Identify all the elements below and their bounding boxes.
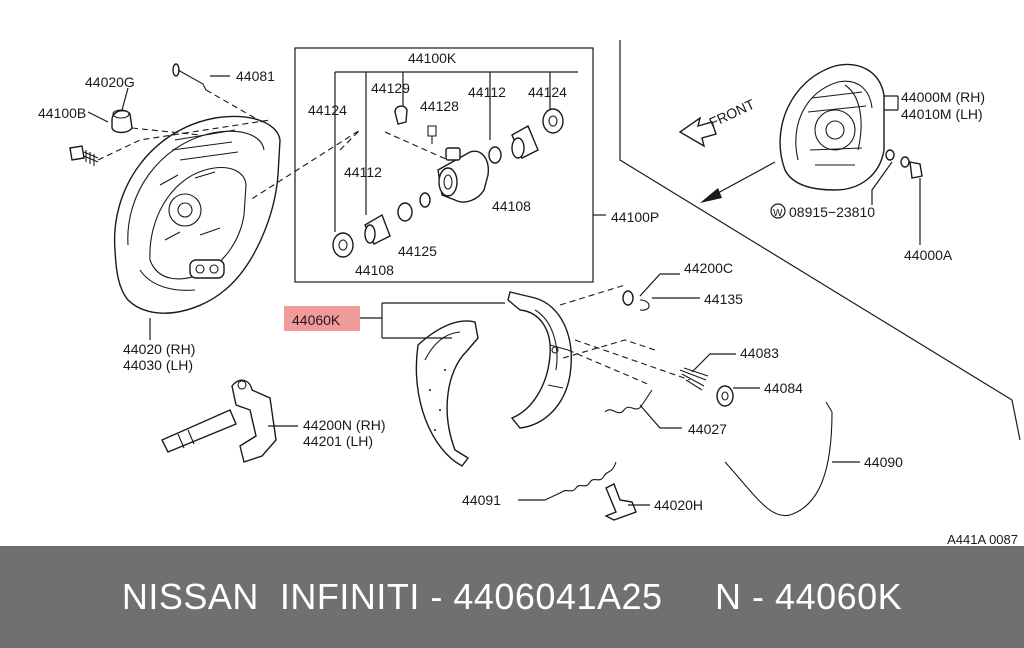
callout-44201[interactable]: 44201 (LH) bbox=[303, 433, 373, 449]
highlight-44060K bbox=[284, 306, 360, 331]
spring-44083-illustration bbox=[679, 367, 709, 391]
pin-44200C-illustration bbox=[622, 290, 650, 311]
callout-44112-left[interactable]: 44112 bbox=[344, 164, 382, 180]
callout-44100P[interactable]: 44100P bbox=[611, 209, 659, 225]
callout-44060K[interactable]: 44060K bbox=[292, 312, 341, 328]
callout-44108-right[interactable]: 44108 bbox=[492, 198, 531, 214]
callout-44020H[interactable]: 44020H bbox=[654, 497, 703, 513]
callout-44129[interactable]: 44129 bbox=[371, 80, 410, 96]
parts-diagram: FRONT bbox=[38, 40, 1021, 546]
part-number-text: NISSAN INFINITI - 4406041A25 N - 44060K bbox=[121, 576, 903, 617]
cable-44090-illustration bbox=[724, 401, 833, 517]
callout-44030[interactable]: 44030 (LH) bbox=[123, 357, 193, 373]
pin-44081-illustration bbox=[172, 63, 207, 91]
front-label: FRONT bbox=[707, 96, 758, 131]
spring-44027-illustration bbox=[604, 389, 653, 414]
brake-shoe-lining-illustration bbox=[415, 320, 479, 467]
brake-assembly-illustration bbox=[779, 63, 885, 191]
callout-44128[interactable]: 44128 bbox=[420, 98, 459, 114]
callout-44000A[interactable]: 44000A bbox=[904, 247, 953, 263]
spring-44091-illustration bbox=[544, 461, 617, 501]
washer-symbol-letter: W bbox=[773, 208, 783, 219]
callout-44010M[interactable]: 44010M (LH) bbox=[901, 106, 983, 122]
callout-44100B[interactable]: 44100B bbox=[38, 105, 86, 121]
callout-44135[interactable]: 44135 bbox=[704, 291, 743, 307]
callout-44200C[interactable]: 44200C bbox=[684, 260, 733, 276]
callout-44020[interactable]: 44020 (RH) bbox=[123, 341, 195, 357]
bolt-44100B-illustration bbox=[69, 145, 99, 166]
callout-44200N[interactable]: 44200N (RH) bbox=[303, 417, 385, 433]
grommet-44020G-illustration bbox=[111, 109, 133, 134]
wheel-cylinder-parts-illustration bbox=[332, 105, 564, 258]
callout-44020G[interactable]: 44020G bbox=[85, 74, 135, 90]
callout-44125[interactable]: 44125 bbox=[398, 243, 437, 259]
callout-44124-left[interactable]: 44124 bbox=[308, 102, 347, 118]
callout-44081[interactable]: 44081 bbox=[236, 68, 275, 84]
front-direction-arrow bbox=[678, 116, 717, 148]
callout-44091[interactable]: 44091 bbox=[462, 492, 501, 508]
backing-plate-illustration bbox=[113, 115, 281, 314]
washer-symbol bbox=[770, 203, 786, 219]
callout-44027[interactable]: 44027 bbox=[688, 421, 727, 437]
callout-44083[interactable]: 44083 bbox=[740, 345, 779, 361]
clip-44020H-illustration bbox=[604, 483, 637, 521]
brake-shoe-web-illustration bbox=[507, 291, 572, 429]
part-number-banner: NISSAN INFINITI - 4406041A25 N - 44060K bbox=[0, 546, 1024, 648]
callout-08915-23810[interactable]: 08915−23810 bbox=[789, 204, 875, 220]
adjuster-lever-illustration bbox=[161, 379, 277, 463]
callout-44090[interactable]: 44090 bbox=[864, 454, 903, 470]
bolt-44000A-illustration bbox=[885, 149, 923, 179]
callout-44112-top[interactable]: 44112 bbox=[468, 84, 506, 100]
cup-44084-illustration bbox=[716, 385, 734, 407]
callout-44108-bottom[interactable]: 44108 bbox=[355, 262, 394, 278]
callout-44000M[interactable]: 44000M (RH) bbox=[901, 89, 985, 105]
wheel-cylinder-kit-box bbox=[294, 47, 594, 283]
callout-44100K[interactable]: 44100K bbox=[408, 50, 457, 66]
diagram-reference-code: A441A 0087 bbox=[947, 532, 1018, 546]
callout-44124-right[interactable]: 44124 bbox=[528, 84, 567, 100]
callout-44084[interactable]: 44084 bbox=[764, 380, 803, 396]
